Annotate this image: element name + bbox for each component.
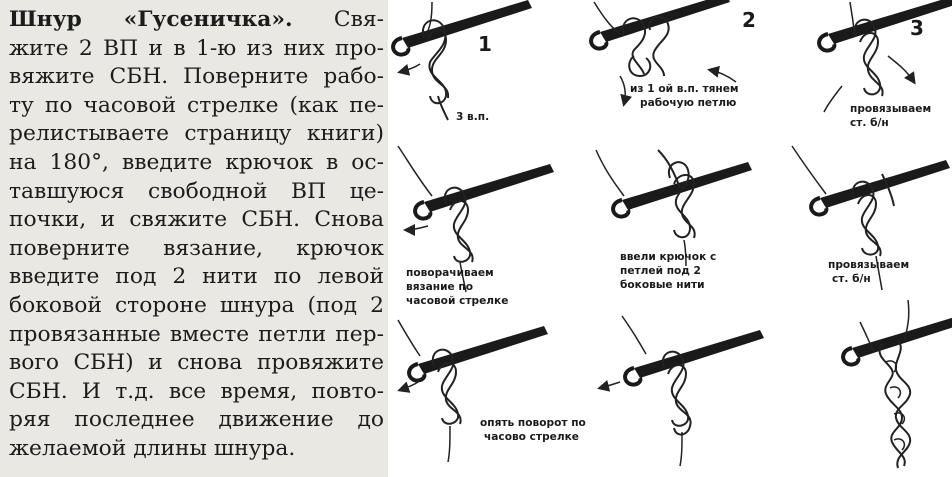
caption-line: боковые нити <box>620 279 705 291</box>
caption-line: петлей под 2 <box>620 265 701 277</box>
instructions-line: провязанные вместе петли пер- <box>9 321 384 347</box>
step-1-caption: 3 в.п. <box>456 110 489 124</box>
crochet-steps-diagram: 1 2 3 3 в.п. из 1 ой в.п. тянем рабочую … <box>388 0 952 477</box>
step-3-illustration <box>817 0 952 113</box>
caption-line: поворачиваем <box>406 267 494 279</box>
step-1-illustration <box>391 0 534 121</box>
instructions-line: введите под 2 нити по левой <box>9 264 384 290</box>
instructions-line-1: Шнур «Гусеничка». Свя- <box>9 6 384 35</box>
instructions-line: вяжите СБН. Поверните рабо- <box>9 64 384 90</box>
caption-line: вязание по <box>406 281 474 293</box>
instructions-line: боковой стороне шнура (под 2 <box>9 292 384 318</box>
step-8-illustration <box>597 315 766 467</box>
caption-line: часово стрелке <box>484 431 579 443</box>
step-1-number: 1 <box>478 32 492 56</box>
step-3-number: 3 <box>910 16 924 40</box>
caption-line: 3 в.п. <box>456 111 490 123</box>
instructions-line: ту по часовой стрелке (как пе- <box>9 92 384 118</box>
instructions-title: Шнур «Гусеничка». <box>9 7 293 32</box>
instructions-line: тавшуюся свободной ВП це- <box>9 178 384 204</box>
step-7-illustration <box>397 319 550 463</box>
instructions-line-last: желаемой длины шнура. <box>9 435 296 461</box>
step-6-caption: провязываем ст. б/н <box>828 258 909 286</box>
caption-line: ст. б/н <box>850 117 889 129</box>
step-2-caption: из 1 ой в.п. тянем рабочую петлю <box>630 82 739 110</box>
step-3-caption: провязываем ст. б/н <box>850 102 931 130</box>
step-2-illustration <box>589 0 737 107</box>
caption-line: провязываем <box>828 259 910 271</box>
step-7-caption: опять поворот по часово стрелке <box>480 416 586 444</box>
caption-line: провязываем <box>850 103 932 115</box>
step-5-caption: ввели крючок с петлей под 2 боковые нити <box>620 250 716 292</box>
steps-illustration <box>391 0 952 469</box>
instructions-line: поверните вязание, крючок <box>9 235 384 261</box>
instructions-text-panel: Шнур «Гусеничка». Свя- жите 2 ВП и в 1-ю… <box>0 0 388 477</box>
caption-line: часовой стрелке <box>406 295 509 307</box>
instructions-line: почки, и свяжите СБН. Снова <box>9 207 384 233</box>
caption-line: опять поворот по <box>480 417 586 429</box>
step-6-illustration <box>791 145 952 291</box>
step-4-caption: поворачиваем вязание по часовой стрелке <box>406 266 508 308</box>
step-4-illustration <box>397 145 556 293</box>
step-5-illustration <box>595 149 754 267</box>
instructions-line: вого СБН) и снова провяжите <box>9 350 384 376</box>
instructions-line: жите 2 ВП и в 1-ю из них про- <box>9 35 384 61</box>
step-2-number: 2 <box>742 8 756 32</box>
caption-line: рабочую петлю <box>640 97 737 109</box>
instructions-line: на 180°, введите крючок в ос- <box>9 149 384 175</box>
instructions-title-rest: Свя- <box>333 7 384 32</box>
step-9-illustration <box>841 299 952 469</box>
instructions-line: релистываете страницу книги) <box>9 121 384 147</box>
caption-line: из 1 ой в.п. тянем <box>630 83 739 95</box>
caption-line: ввели крючок с <box>620 251 717 263</box>
instructions-line: СБН. И т.д. все время, повто- <box>9 378 384 404</box>
caption-line: ст. б/н <box>832 273 871 285</box>
instructions-line: ряя последнее движение до <box>9 407 384 433</box>
